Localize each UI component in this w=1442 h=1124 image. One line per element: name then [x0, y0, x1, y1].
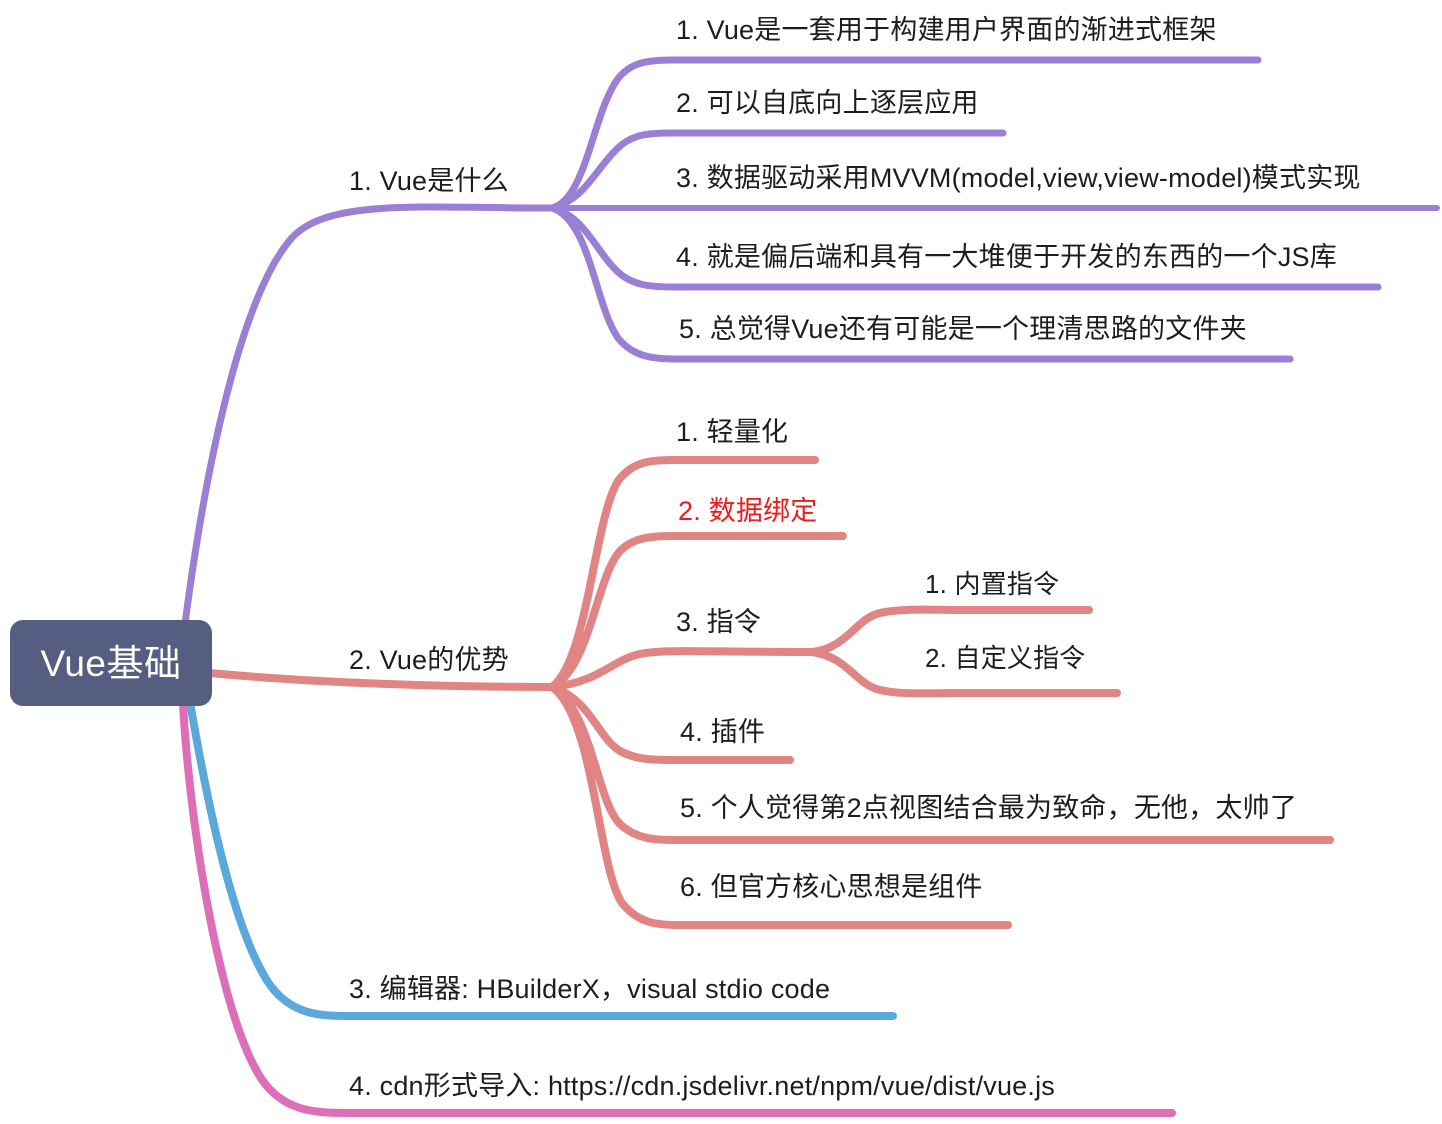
node-advantage-child-6[interactable]: 6. 但官方核心思想是组件: [680, 872, 983, 902]
trunk-purple: [181, 203, 556, 628]
node-vue-advantages-label[interactable]: 2. Vue的优势: [349, 645, 509, 675]
node-directive-child-2[interactable]: 2. 自定义指令: [925, 643, 1086, 673]
branch-red-3: [548, 647, 816, 691]
node-cdn-import-label[interactable]: 4. cdn形式导入: https://cdn.jsdelivr.net/npm…: [349, 1071, 1056, 1101]
node-vue-what-child-5[interactable]: 5. 总觉得Vue还有可能是一个理清思路的文件夹: [679, 314, 1247, 344]
branch-pink: [179, 700, 1176, 1117]
root-node[interactable]: Vue基础: [10, 620, 212, 706]
node-vue-what-child-1[interactable]: 1. Vue是一套用于构建用户界面的渐进式框架: [676, 15, 1217, 45]
branch-blue: [186, 698, 897, 1020]
node-vue-what-child-2[interactable]: 2. 可以自底向上逐层应用: [676, 88, 979, 118]
node-vue-what-child-4[interactable]: 4. 就是偏后端和具有一大堆便于开发的东西的一个JS库: [676, 242, 1337, 272]
node-vue-what-child-3[interactable]: 3. 数据驱动采用MVVM(model,view,view-model)模式实现: [676, 163, 1361, 193]
node-advantage-child-1[interactable]: 1. 轻量化: [676, 417, 789, 447]
node-vue-what-label[interactable]: 1. Vue是什么: [349, 166, 509, 196]
node-advantage-child-5[interactable]: 5. 个人觉得第2点视图结合最为致命，无他，太帅了: [680, 793, 1298, 823]
root-node-label: Vue基础: [40, 642, 182, 684]
node-directive-child-1[interactable]: 1. 内置指令: [925, 569, 1060, 599]
node-editor-label[interactable]: 3. 编辑器: HBuilderX，visual stdio code: [349, 974, 831, 1004]
node-advantage-child-3[interactable]: 3. 指令: [676, 607, 762, 637]
node-advantage-child-4[interactable]: 4. 插件: [680, 717, 766, 747]
node-advantage-child-2[interactable]: 2. 数据绑定: [678, 496, 818, 526]
branch-red-1: [548, 456, 819, 691]
